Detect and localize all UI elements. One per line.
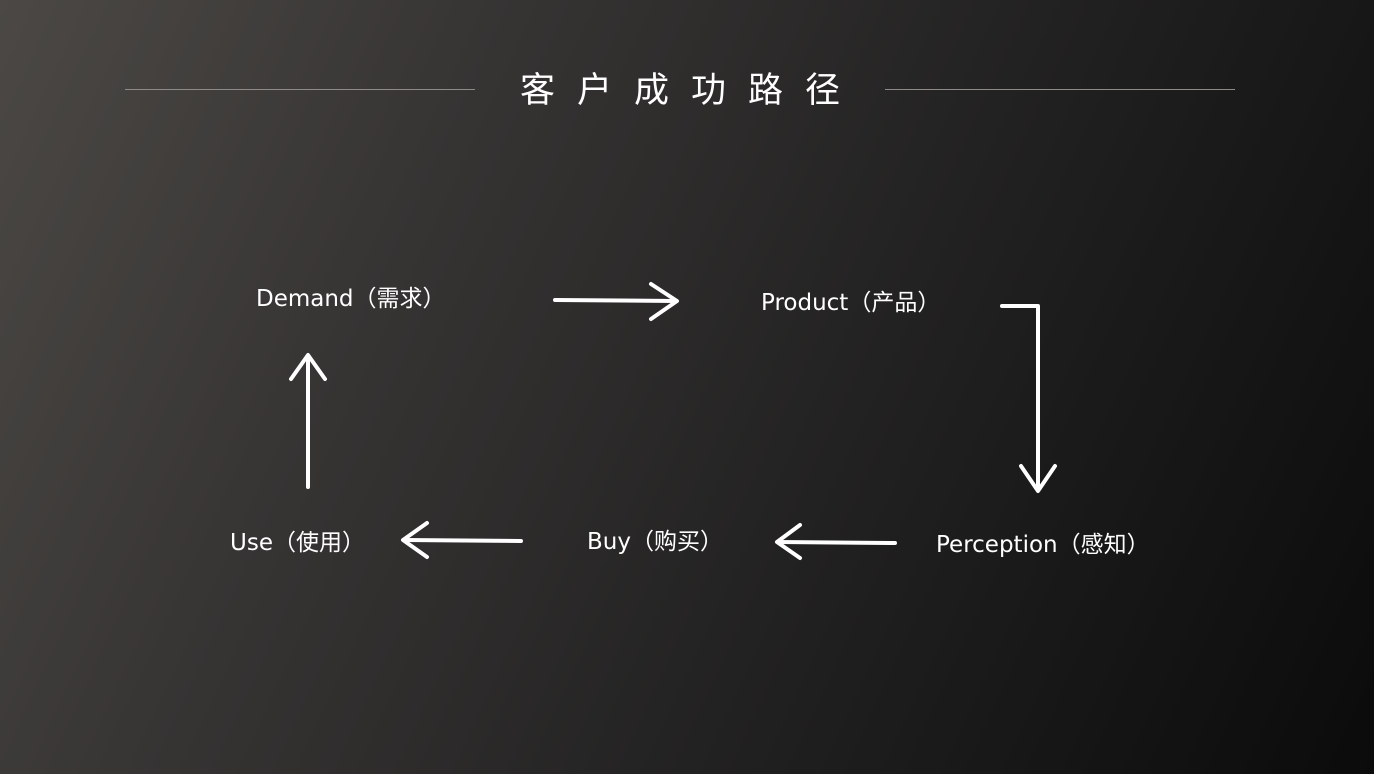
arrow-perception-to-buy xyxy=(775,523,897,560)
arrow-demand-to-product xyxy=(553,282,679,321)
title-rule-left xyxy=(125,89,475,90)
arrow-buy-to-use xyxy=(401,521,523,559)
node-buy: Buy（购买） xyxy=(587,529,723,555)
title-rule-right xyxy=(885,89,1235,90)
slide-title: 客户成功路径 xyxy=(519,71,862,111)
arrow-product-to-perception xyxy=(1000,304,1057,493)
node-use: Use（使用） xyxy=(230,530,365,556)
node-product: Product（产品） xyxy=(761,290,941,316)
arrow-use-to-demand xyxy=(289,353,327,489)
node-perception: Perception（感知） xyxy=(936,532,1150,558)
node-demand: Demand（需求） xyxy=(256,286,446,312)
